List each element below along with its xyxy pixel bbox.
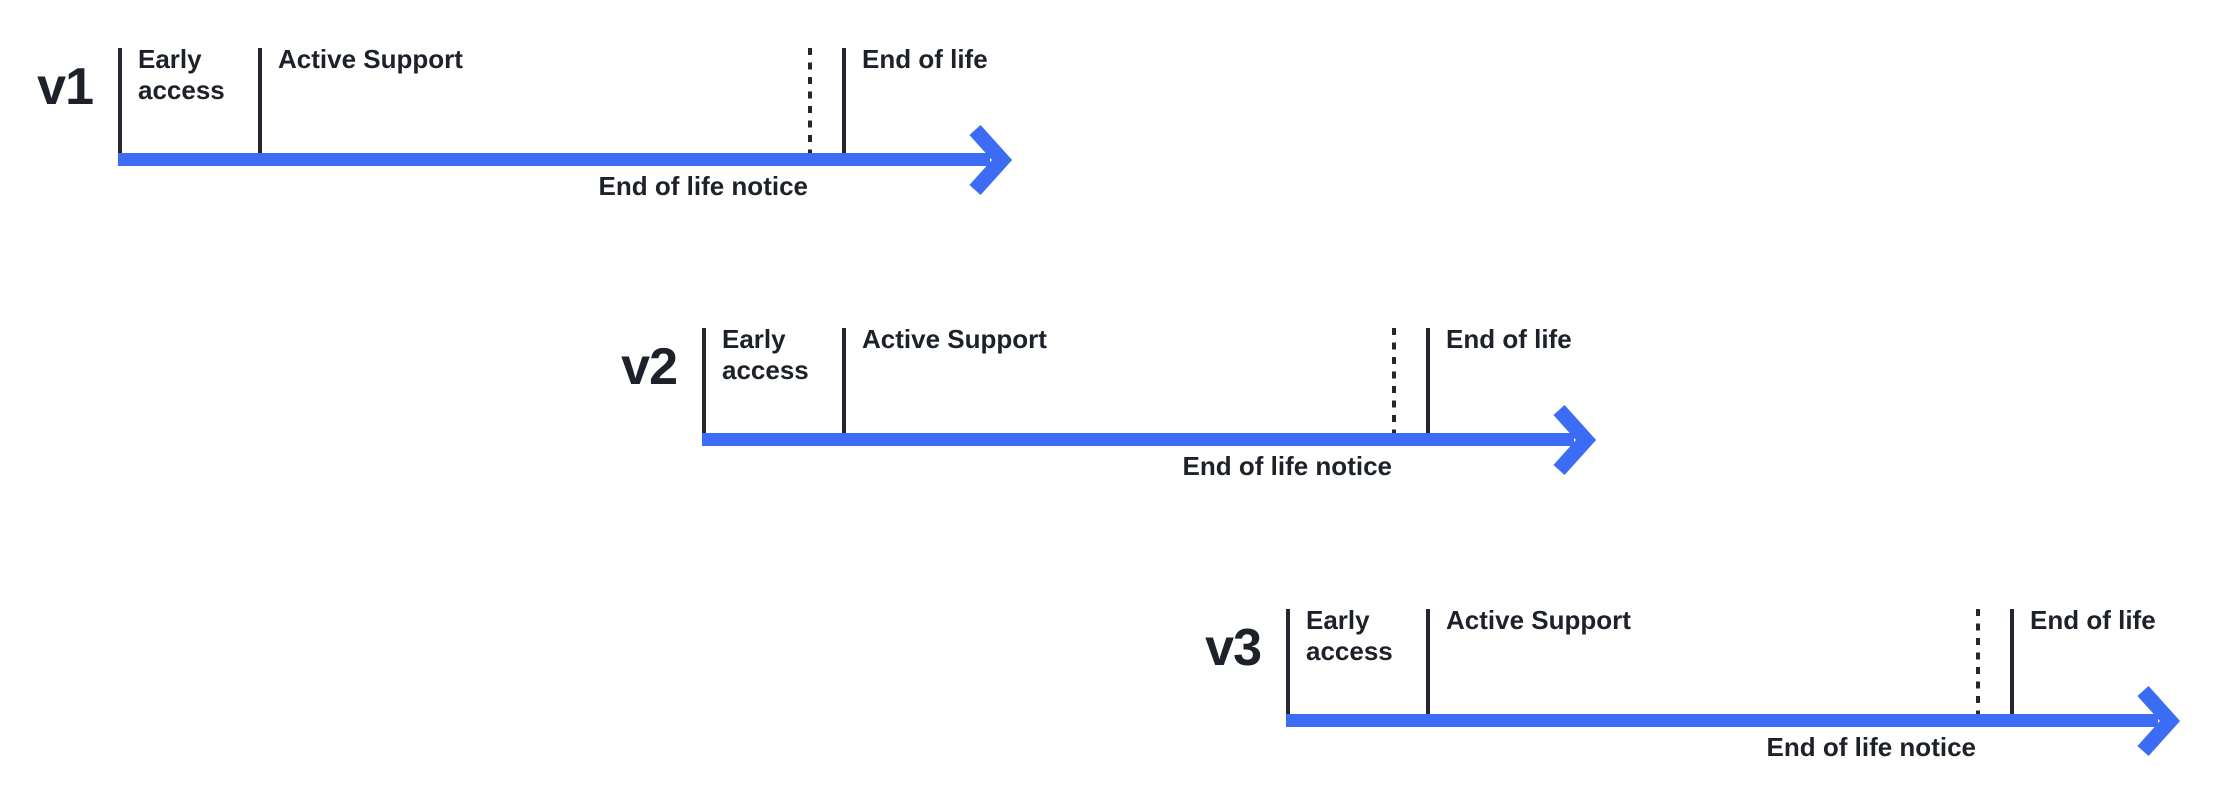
tick-end-of-life [2010, 609, 2014, 714]
phase-label-active-support: Active Support [862, 324, 1047, 354]
tick-active-support-start [258, 48, 262, 153]
timeline-arrow-icon [702, 404, 1597, 476]
arrow-shaft [1286, 714, 2158, 727]
tick-eol-notice-dashed [1392, 328, 1396, 433]
timeline-row-v1: v1 Early access Active Support End of li… [37, 44, 1028, 218]
end-of-life-notice-label: End of life notice [1182, 451, 1392, 481]
phase-label-early-access: Early access [722, 324, 809, 385]
version-label: v3 [1205, 619, 1262, 677]
end-of-life-notice-label: End of life notice [1766, 732, 1976, 762]
tick-eol-notice-dashed [808, 48, 812, 153]
phase-label-active-support: Active Support [278, 44, 463, 74]
arrow-head [2137, 685, 2181, 757]
tick-early-access-start [702, 328, 706, 433]
version-label: v1 [37, 58, 94, 116]
timeline-row-v2: v2 Early access Active Support End of li… [621, 324, 1612, 498]
tick-end-of-life [1426, 328, 1430, 433]
phase-label-end-of-life: End of life [2030, 605, 2156, 635]
phase-label-end-of-life: End of life [1446, 324, 1572, 354]
tick-eol-notice-dashed [1976, 609, 1980, 714]
tick-active-support-start [1426, 609, 1430, 714]
arrow-head [1553, 404, 1597, 476]
phase-label-early-access: Early access [1306, 605, 1393, 666]
end-of-life-notice-label: End of life notice [598, 171, 808, 201]
phase-label-end-of-life: End of life [862, 44, 988, 74]
tick-end-of-life [842, 48, 846, 153]
arrow-shaft [702, 433, 1574, 446]
tick-early-access-start [118, 48, 122, 153]
arrow-head [969, 124, 1013, 196]
tick-early-access-start [1286, 609, 1290, 714]
timeline-arrow-icon [1286, 685, 2181, 757]
tick-active-support-start [842, 328, 846, 433]
phase-label-early-access: Early access [138, 44, 225, 105]
arrow-shaft [118, 153, 990, 166]
phase-label-active-support: Active Support [1446, 605, 1631, 635]
timeline-row-v3: v3 Early access Active Support End of li… [1205, 605, 2196, 779]
timeline-arrow-icon [118, 124, 1013, 196]
version-label: v2 [621, 338, 678, 396]
